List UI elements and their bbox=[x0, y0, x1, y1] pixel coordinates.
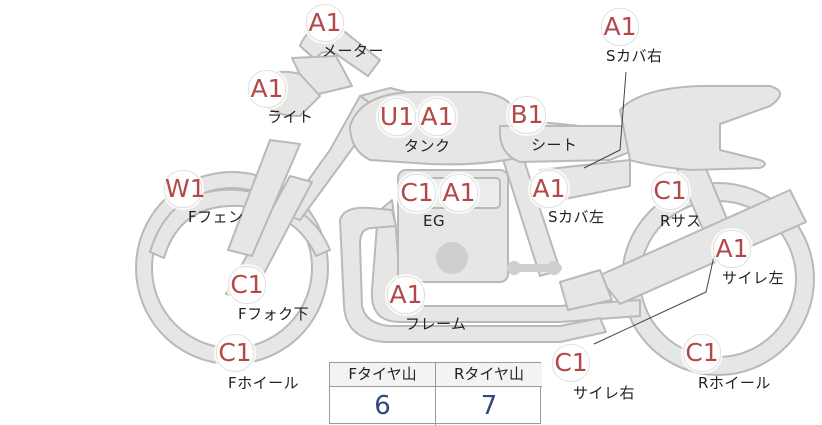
part-label-r-suspension: Rサス bbox=[660, 212, 702, 230]
part-label-tank: タンク bbox=[404, 137, 451, 155]
tire-tread-table: Fタイヤ山 Rタイヤ山 6 7 bbox=[329, 362, 542, 425]
part-label-meter: メーター bbox=[322, 42, 385, 60]
rating-badge-meter: A1 bbox=[306, 4, 344, 42]
rating-badge-light: A1 bbox=[248, 70, 286, 108]
rating-badge-f-wheel: C1 bbox=[216, 334, 254, 372]
part-label-engine: EG bbox=[423, 212, 446, 230]
part-label-s-cover-left: Sカバ左 bbox=[548, 208, 605, 226]
seat-shape bbox=[498, 125, 635, 163]
part-label-s-cover-right: Sカバ右 bbox=[606, 47, 663, 65]
rear-tread-value: 7 bbox=[480, 391, 498, 421]
part-label-frame: フレーム bbox=[405, 315, 467, 333]
part-label-seat: シート bbox=[531, 136, 578, 154]
part-label-light: ライト bbox=[267, 108, 314, 126]
rating-badge-f-fork-lower: C1 bbox=[228, 266, 266, 304]
rating-badge-muffler-right: C1 bbox=[552, 344, 590, 382]
rating-badge-tank-1: U1 bbox=[378, 98, 416, 136]
rating-badge-r-wheel: C1 bbox=[683, 334, 721, 372]
part-label-muffler-right: サイレ右 bbox=[573, 384, 636, 402]
part-label-r-wheel: Rホイール bbox=[698, 374, 771, 392]
rating-badge-r-suspension: C1 bbox=[651, 172, 689, 210]
part-label-f-fender: Fフェン bbox=[188, 208, 244, 226]
rating-badge-muffler-left: A1 bbox=[713, 230, 751, 268]
rating-badge-tank-2: A1 bbox=[418, 98, 456, 136]
rating-badge-s-cover-left: A1 bbox=[530, 170, 568, 208]
rear-tread-header: Rタイヤ山 bbox=[436, 363, 542, 387]
part-label-f-wheel: Fホイール bbox=[228, 374, 300, 392]
rating-badge-frame: A1 bbox=[387, 276, 425, 314]
part-label-f-fork-lower: Fフォク下 bbox=[238, 305, 310, 323]
front-tread-value: 6 bbox=[330, 387, 436, 425]
part-label-muffler-left: サイレ左 bbox=[722, 269, 785, 287]
rating-badge-f-fender: W1 bbox=[164, 170, 206, 208]
front-tread-header: Fタイヤ山 bbox=[330, 363, 436, 387]
rating-badge-s-cover-right: A1 bbox=[601, 8, 639, 46]
muffler-shape bbox=[597, 189, 807, 305]
rating-badge-seat: B1 bbox=[508, 96, 546, 134]
rating-badge-engine-1: C1 bbox=[398, 174, 436, 212]
rating-badge-engine-2: A1 bbox=[440, 174, 478, 212]
